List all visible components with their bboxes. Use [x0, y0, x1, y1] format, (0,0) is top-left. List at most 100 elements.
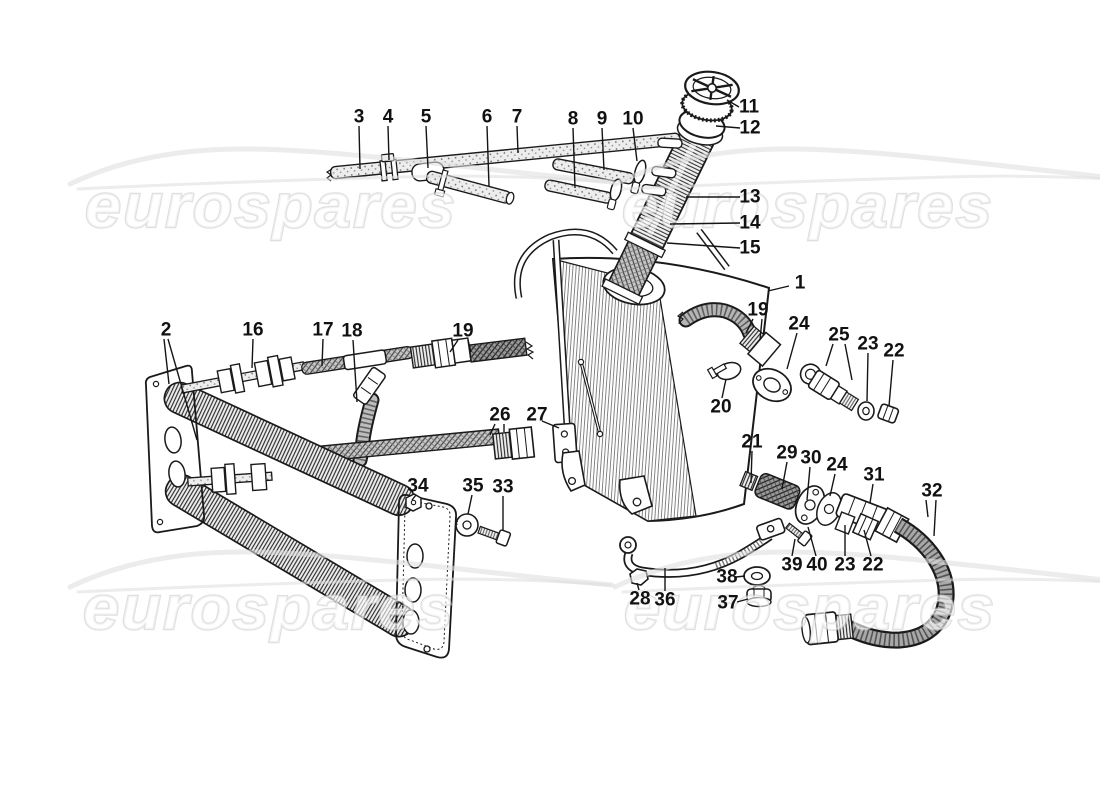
part-number-label: 6: [482, 107, 493, 128]
leader-line: [449, 339, 459, 353]
part-number-label: 11: [739, 97, 760, 118]
leader-line: [807, 526, 817, 557]
part-number-label: 32: [921, 481, 942, 502]
part-number-label: 30: [800, 448, 821, 469]
part-number-label: 18: [341, 321, 362, 342]
part-number-label: 29: [776, 443, 797, 464]
leader-line: [829, 473, 836, 497]
leader-line: [669, 222, 741, 225]
leader-line: [726, 99, 740, 108]
part-number-label: 34: [407, 476, 429, 497]
tank-side-strap-27: [552, 239, 604, 464]
nut-23-lower: [834, 511, 856, 535]
leader-line: [721, 378, 727, 399]
leader-line: [806, 466, 811, 501]
leader-line: [666, 242, 741, 249]
clip-nut-34: [405, 493, 422, 512]
leader-line: [888, 359, 894, 407]
washer-35: [455, 513, 479, 537]
leader-line: [844, 343, 853, 381]
leader-line: [736, 598, 749, 603]
leader-line: [715, 125, 741, 129]
filler-cap-11: [684, 70, 740, 106]
leader-line: [781, 461, 788, 490]
union-25: [799, 363, 860, 412]
gasket-24-upper: [752, 367, 792, 403]
part-number-label: 28: [629, 589, 650, 610]
bolt-39: [784, 522, 813, 547]
leader-line: [358, 125, 361, 170]
bolt-33: [477, 525, 512, 547]
part-number-label: 21: [741, 432, 763, 453]
leader-line: [467, 494, 473, 515]
part-number-label: 17: [312, 320, 333, 341]
leader-line: [791, 538, 796, 557]
leader-line: [467, 339, 472, 353]
leader-line: [925, 499, 929, 518]
leader-line: [745, 318, 754, 334]
part-number-label: 35: [462, 476, 484, 497]
part-number-label: 25: [828, 325, 850, 346]
part-number-label: 37: [717, 593, 738, 614]
gasket-24-lower: [816, 492, 842, 526]
part-number-label: 12: [739, 118, 760, 139]
branch-hose-6: [425, 169, 515, 205]
part-number-label: 10: [622, 109, 643, 130]
leader-line: [251, 338, 254, 369]
leader-line: [321, 338, 324, 367]
hose-ragged-end: [525, 341, 535, 360]
leader-line: [636, 582, 640, 591]
part-number-label: 22: [883, 341, 904, 362]
leader-line: [601, 127, 605, 171]
part-number-label: 3: [354, 107, 365, 128]
part-number-label: 8: [568, 109, 579, 130]
part-number-label: 22: [862, 555, 883, 576]
part-number-label: 19: [452, 321, 473, 342]
leader-line: [411, 494, 417, 501]
part-number-label: 31: [863, 465, 885, 486]
oil-tank-drawing: [513, 70, 955, 649]
part-number-label: 5: [421, 107, 432, 128]
part-number-label: 40: [806, 555, 827, 576]
tank-mount-feet: [561, 450, 653, 515]
part-number-label: 13: [739, 187, 760, 208]
part-number-label: 39: [781, 555, 802, 576]
pipe-union-19: [409, 337, 472, 369]
cooler-end-plate-left: [144, 364, 206, 534]
breather-hoses-drawing: [325, 132, 683, 211]
tank-stub-pipes: [641, 137, 683, 197]
leader-line: [933, 499, 937, 537]
part-number-label: 19: [747, 300, 768, 321]
flexible-hose-32: [801, 517, 955, 649]
hose-to-tank: [468, 337, 528, 363]
part-number-label: 20: [710, 397, 731, 418]
leader-line: [735, 575, 746, 578]
leader-line: [632, 127, 638, 162]
part-number-label: 14: [739, 213, 761, 234]
hose-clamp-4: [379, 153, 399, 182]
washer-23-upper: [857, 401, 875, 421]
leader-line: [572, 127, 576, 189]
breather-elbow-hose: [676, 302, 782, 368]
y-fitting: [342, 349, 388, 405]
part-number-label: 23: [857, 334, 878, 355]
part-number-label: 24: [826, 455, 848, 476]
union-nut-22-lower: [851, 512, 880, 541]
leader-line: [863, 529, 872, 557]
leader-line: [825, 343, 834, 367]
leader-line: [167, 338, 198, 441]
part-number-label: 15: [739, 238, 761, 259]
part-number-label: 38: [716, 567, 737, 588]
cooler-stub-pipe: [187, 462, 273, 496]
leader-line: [425, 125, 429, 169]
short-hose-9: [552, 158, 635, 185]
strap-tab: [756, 517, 786, 541]
leader-line: [759, 318, 763, 341]
part-number-label: 2: [161, 320, 172, 341]
part-number-label: 33: [492, 477, 513, 498]
leader-line: [869, 483, 874, 504]
leader-line: [767, 285, 790, 292]
leader-line: [541, 420, 560, 429]
watermark-text: eurospares: [83, 574, 455, 643]
